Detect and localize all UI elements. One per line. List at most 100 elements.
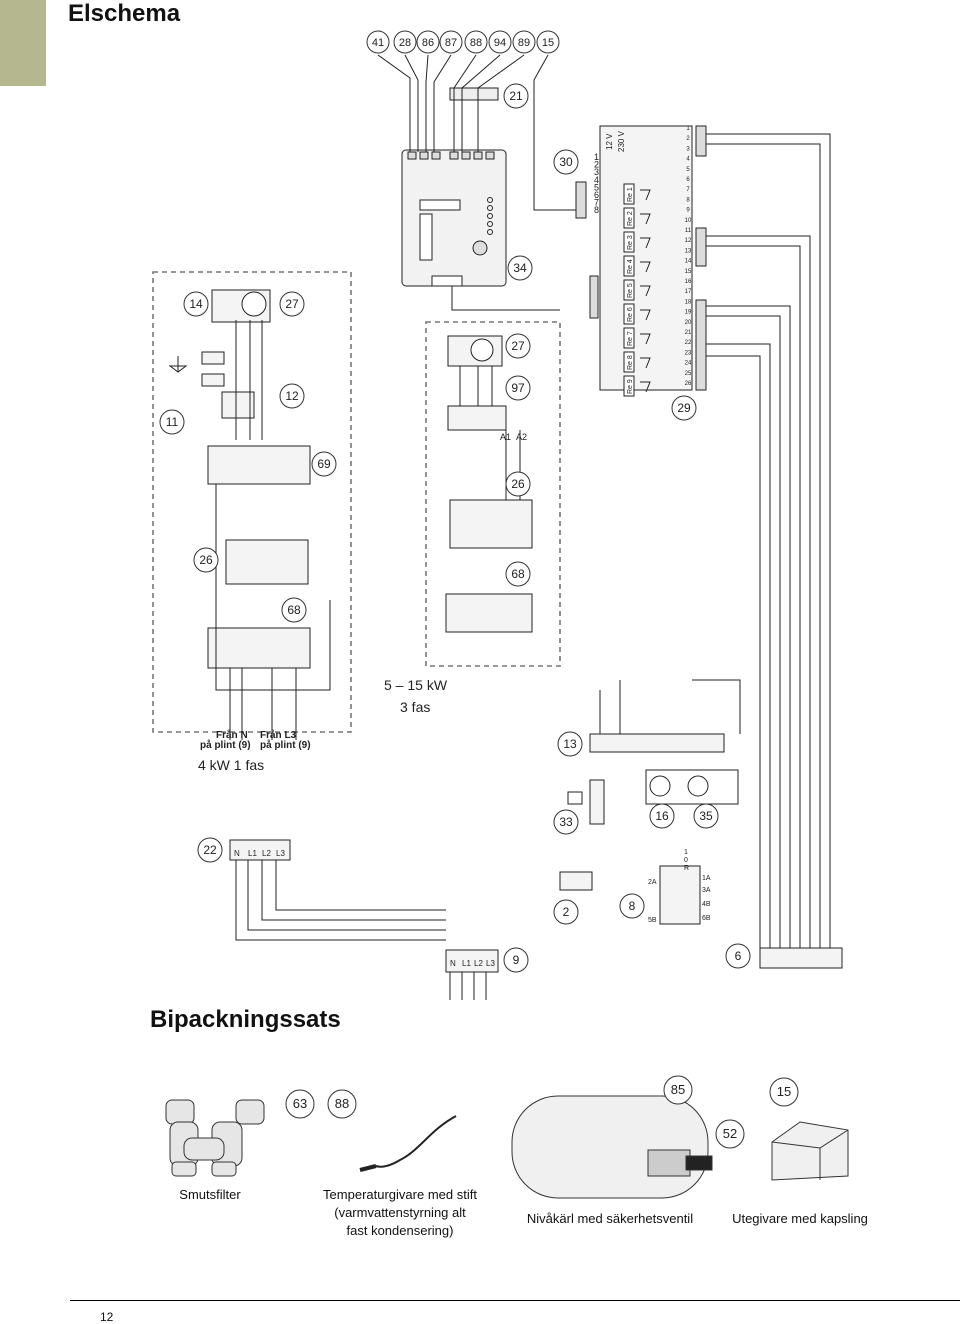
terminal-number-10: 10	[685, 218, 692, 224]
terminal-9-N: N	[450, 959, 456, 968]
connector-30-pin-1: 1	[594, 152, 599, 162]
terminal-number-11: 11	[685, 228, 692, 234]
callout-accessory-63: 63	[285, 1089, 315, 1119]
callout-8-c8: 8	[619, 893, 645, 919]
callout-top-41-label: 41	[372, 37, 384, 49]
label-power-1phase: 4 kW 1 fas	[198, 757, 264, 773]
caption-temp-sensor-line2: (varmvattenstyrning alt	[334, 1205, 466, 1220]
connector-30-pin-7: 7	[594, 198, 599, 208]
relay-8	[623, 351, 635, 373]
caption-temp-sensor-line1: Temperaturgivare med stift	[323, 1187, 477, 1202]
relay-9	[623, 375, 635, 397]
callout-35-c35-label: 35	[699, 809, 713, 823]
callout-8-c8-label: 8	[629, 899, 636, 913]
terminal-number-19: 19	[685, 310, 692, 316]
callout-accessory-85: 85	[663, 1075, 693, 1105]
callout-68-c68a: 68	[505, 561, 531, 587]
callout-22-c22: 22	[197, 837, 223, 863]
section-tab	[0, 0, 46, 86]
switch-8-6B: 6B	[702, 915, 711, 922]
terminal-22	[229, 839, 291, 861]
connector-30-pin-3: 3	[594, 167, 599, 177]
label-from-l3: Från L3	[260, 729, 297, 741]
callout-33-c33-label: 33	[559, 815, 573, 829]
callout-6-c6: 6	[725, 943, 751, 969]
terminal-number-8: 8	[686, 197, 690, 203]
callout-27-c27a-label: 27	[285, 297, 299, 311]
page-number: 12	[100, 1310, 114, 1324]
terminal-number-22: 22	[685, 340, 692, 346]
terminal-13	[589, 733, 725, 753]
callout-2-c2: 2	[553, 899, 579, 925]
callout-top-28-label: 28	[399, 37, 411, 49]
callout-68-c68b: 68	[281, 597, 307, 623]
callout-top-86: 86	[416, 30, 440, 54]
relay-4	[623, 255, 635, 277]
safety-97	[447, 405, 507, 431]
callout-top-94: 94	[488, 30, 512, 54]
callout-16-c16-label: 16	[655, 809, 669, 823]
terminal-9-L3: L3	[486, 959, 495, 968]
contactor-69	[207, 445, 311, 485]
caption-dirt-filter: Smutsfilter	[179, 1187, 241, 1202]
terminal-number-13: 13	[685, 248, 692, 254]
terminal-22-N: N	[234, 849, 240, 858]
terminal-number-25: 25	[685, 371, 692, 377]
connector-30-pin-6: 6	[594, 190, 599, 200]
temp-sensor-image	[359, 1115, 457, 1172]
callout-top-15-label: 15	[542, 37, 554, 49]
terminal-9-L2: L2	[474, 959, 483, 968]
connector-30-pin-2: 2	[594, 160, 599, 170]
callout-top-89-label: 89	[518, 37, 530, 49]
relay-board	[599, 125, 693, 391]
callout-top-94-label: 94	[494, 37, 506, 49]
callout-26-c26a: 26	[505, 471, 531, 497]
callout-29-c29: 29	[671, 395, 697, 421]
accessories-title: Bipackningssats	[150, 1006, 341, 1033]
relay-label-8: Re 8	[627, 355, 634, 370]
callout-97-c97: 97	[505, 375, 531, 401]
connector-30-pin-5: 5	[594, 182, 599, 192]
terminal-22-L3: L3	[276, 849, 285, 858]
terminal-number-18: 18	[685, 299, 692, 305]
callout-accessory-88: 88	[327, 1089, 357, 1119]
callout-accessory-15: 15	[769, 1077, 799, 1107]
relay-label-9: Re 9	[627, 379, 634, 394]
switch-8-0: 0	[684, 857, 688, 864]
terminal-number-9: 9	[686, 208, 690, 214]
callout-top-88: 88	[464, 30, 488, 54]
contactor-68-left	[207, 627, 311, 669]
callout-26-c26b: 26	[193, 547, 219, 573]
callout-13-c13: 13	[557, 731, 583, 757]
relay-label-1: Re 1	[627, 187, 634, 202]
connector-30-pin-8: 8	[594, 205, 599, 215]
callout-14-c14: 14	[183, 291, 209, 317]
callout-top-41: 41	[366, 30, 390, 54]
relay-label-5: Re 5	[627, 283, 634, 298]
terminal-6	[759, 947, 843, 969]
callout-26-c26b-label: 26	[199, 553, 213, 567]
callout-11-c11-label: 11	[166, 415, 179, 429]
callout-12-c12: 12	[279, 383, 305, 409]
connector-21	[449, 87, 499, 101]
terminal-number-12: 12	[685, 238, 692, 244]
relay-label-2: Re 2	[627, 211, 634, 226]
callout-top-86-label: 86	[422, 37, 434, 49]
terminal-number-16: 16	[685, 279, 692, 285]
switch-8-3A: 3A	[702, 887, 711, 894]
terminal-number-21: 21	[685, 330, 692, 336]
relay-label-7: Re 7	[627, 331, 634, 346]
callout-11-c11: 11	[159, 409, 185, 435]
callout-accessory-52-label: 52	[723, 1126, 737, 1141]
callout-27-c27b: 27	[505, 333, 531, 359]
callout-69-c69: 69	[311, 451, 337, 477]
callout-30-c30: 30	[553, 149, 579, 175]
terminal-number-7: 7	[686, 187, 690, 193]
terminal-22-L1: L1	[248, 849, 257, 858]
terminal-number-15: 15	[685, 269, 692, 275]
callout-accessory-85-label: 85	[671, 1082, 685, 1097]
relay-2	[623, 207, 635, 229]
callout-21-c21: 21	[503, 83, 529, 109]
relay-5	[623, 279, 635, 301]
